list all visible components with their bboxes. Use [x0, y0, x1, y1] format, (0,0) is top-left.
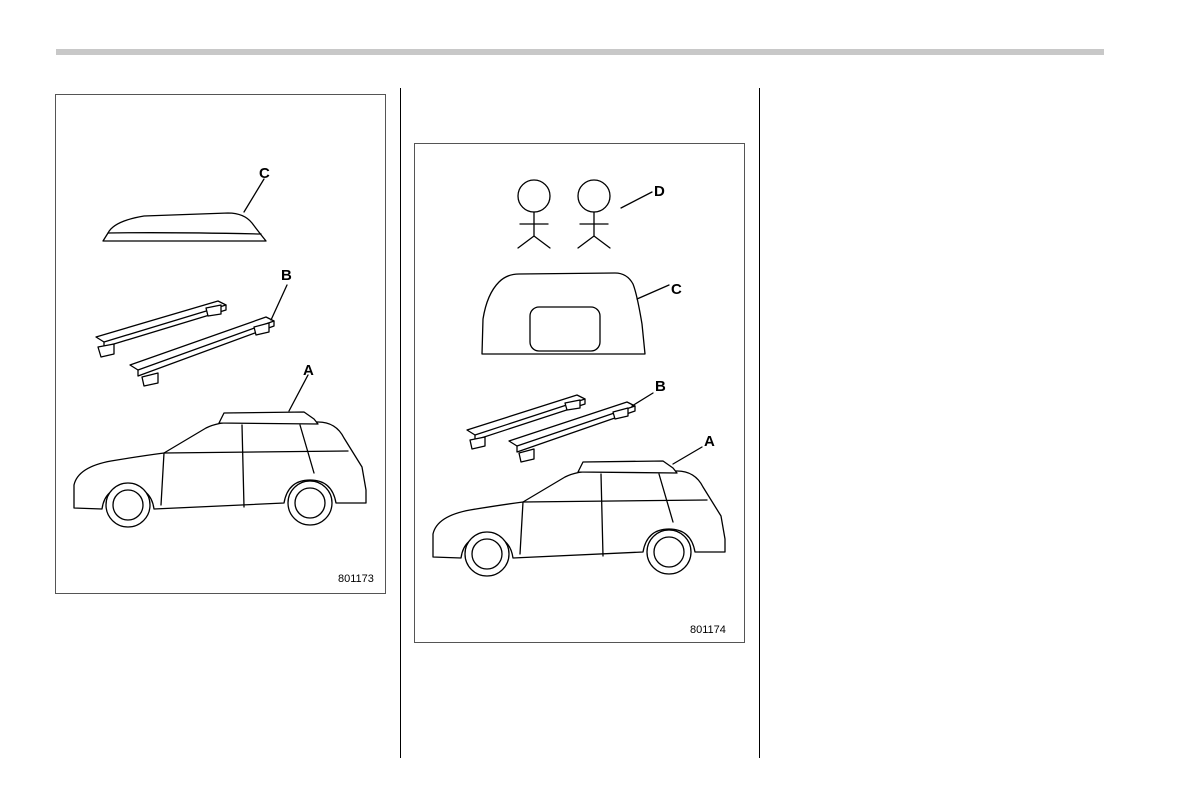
leader-c: [244, 179, 264, 212]
leader-b: [271, 285, 287, 320]
car-icon: [433, 461, 725, 576]
figure-2-illustration: D C B: [415, 144, 744, 642]
figure-1-illustration: C B A 801173: [56, 95, 385, 593]
leader-b: [632, 393, 653, 406]
person-icon: [518, 180, 610, 248]
column-divider-left: [400, 88, 401, 758]
figure-2-panel: D C B: [414, 143, 745, 643]
label-b: B: [655, 378, 666, 395]
leader-a: [289, 375, 308, 411]
leader-c: [637, 285, 669, 299]
label-b: B: [281, 267, 292, 284]
crossbars-icon: [96, 301, 274, 386]
figure-1-panel: C B A 801173: [55, 94, 386, 594]
roof-cargo-box-icon: [103, 213, 266, 241]
label-c: C: [259, 165, 270, 182]
roof-cargo-box-icon: [482, 273, 645, 354]
header-rule: [56, 49, 1104, 55]
car-icon: [74, 412, 366, 527]
figure-code: 801174: [690, 624, 726, 636]
column-divider-right: [759, 88, 760, 758]
label-a: A: [303, 362, 314, 379]
leader-d: [621, 192, 652, 208]
leader-a: [673, 447, 702, 464]
label-a: A: [704, 433, 715, 450]
label-c: C: [671, 281, 682, 298]
label-d: D: [654, 183, 665, 200]
crossbars-icon: [467, 395, 635, 462]
figure-code: 801173: [338, 573, 374, 585]
